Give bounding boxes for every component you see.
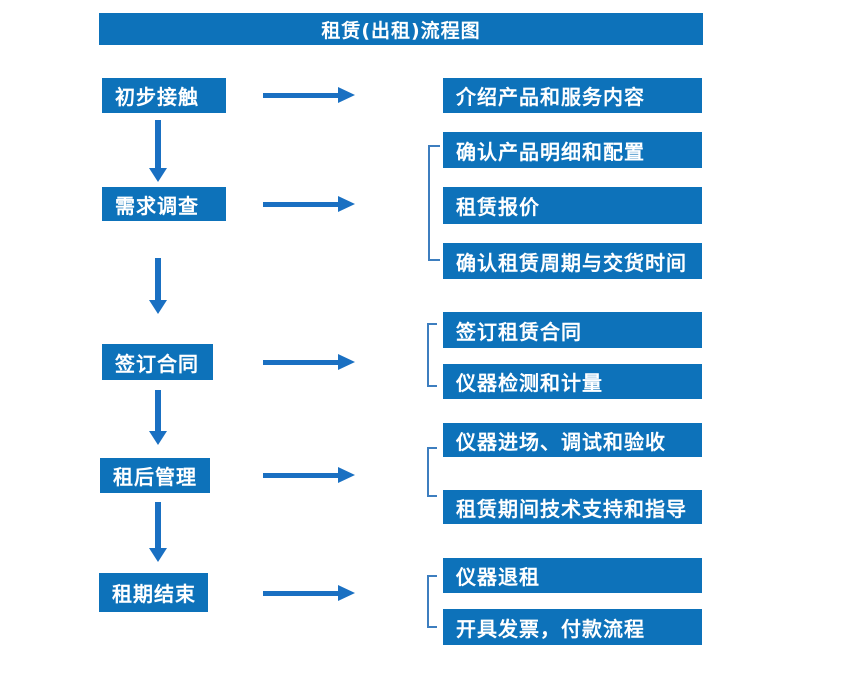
arrow-stem [263, 92, 339, 98]
stage-box-post-rental-management: 租后管理 [100, 458, 210, 493]
output-label: 开具发票，付款流程 [456, 616, 645, 641]
arrow-head [338, 354, 355, 370]
right-arrow [263, 354, 355, 370]
output-box: 确认租赁周期与交货时间 [443, 243, 702, 279]
group-bracket [427, 575, 437, 628]
arrow-head [149, 300, 167, 314]
stage-box-initial-contact: 初步接触 [102, 78, 226, 113]
output-box: 仪器退租 [443, 558, 702, 593]
output-label: 租赁期间技术支持和指导 [456, 496, 687, 521]
output-label: 介绍产品和服务内容 [456, 85, 645, 109]
flowchart-title-bar: 租赁(出租)流程图 [99, 13, 703, 45]
group-bracket [427, 323, 437, 387]
arrow-head [338, 585, 355, 601]
arrow-stem [263, 590, 339, 596]
output-label: 租赁报价 [456, 195, 540, 219]
output-label: 确认租赁周期与交货时间 [456, 250, 687, 275]
output-box: 介绍产品和服务内容 [443, 78, 702, 113]
stage-box-demand-survey: 需求调查 [102, 187, 226, 221]
output-box: 仪器进场、调试和验收 [443, 423, 702, 457]
group-bracket [428, 145, 440, 261]
stage-label: 需求调查 [115, 193, 199, 218]
down-arrow [149, 502, 167, 562]
arrow-head [338, 87, 355, 103]
down-arrow [149, 120, 167, 182]
output-box: 签订租赁合同 [443, 312, 702, 348]
output-box: 确认产品明细和配置 [443, 132, 702, 168]
arrow-stem [155, 258, 161, 300]
arrow-stem [155, 502, 161, 548]
down-arrow [149, 390, 167, 445]
arrow-stem [155, 390, 161, 431]
output-label: 仪器进场、调试和验收 [456, 429, 666, 454]
arrow-stem [155, 120, 161, 168]
stage-label: 签订合同 [115, 351, 199, 376]
output-label: 签订租赁合同 [456, 319, 582, 344]
right-arrow [263, 196, 355, 212]
right-arrow [263, 467, 355, 483]
output-label: 确认产品明细和配置 [456, 139, 645, 164]
arrow-head [149, 548, 167, 562]
output-box: 开具发票，付款流程 [443, 609, 702, 645]
stage-box-rental-end: 租期结束 [99, 573, 208, 612]
output-box: 仪器检测和计量 [443, 364, 702, 399]
output-box: 租赁期间技术支持和指导 [443, 490, 702, 524]
arrow-head [338, 196, 355, 212]
arrow-head [149, 168, 167, 182]
stage-label: 初步接触 [115, 85, 199, 109]
arrow-stem [263, 472, 339, 478]
flowchart-title: 租赁(出租)流程图 [321, 19, 481, 42]
right-arrow [263, 87, 355, 103]
output-label: 仪器检测和计量 [456, 371, 603, 395]
stage-box-sign-contract: 签订合同 [102, 344, 213, 380]
arrow-stem [263, 201, 339, 207]
right-arrow [263, 585, 355, 601]
group-bracket [427, 447, 437, 497]
stage-label: 租期结束 [112, 582, 196, 606]
down-arrow [149, 258, 167, 314]
output-label: 仪器退租 [456, 565, 540, 589]
arrow-head [338, 467, 355, 483]
stage-label: 租后管理 [113, 465, 197, 489]
arrow-stem [263, 359, 339, 365]
arrow-head [149, 431, 167, 445]
output-box: 租赁报价 [443, 187, 702, 224]
